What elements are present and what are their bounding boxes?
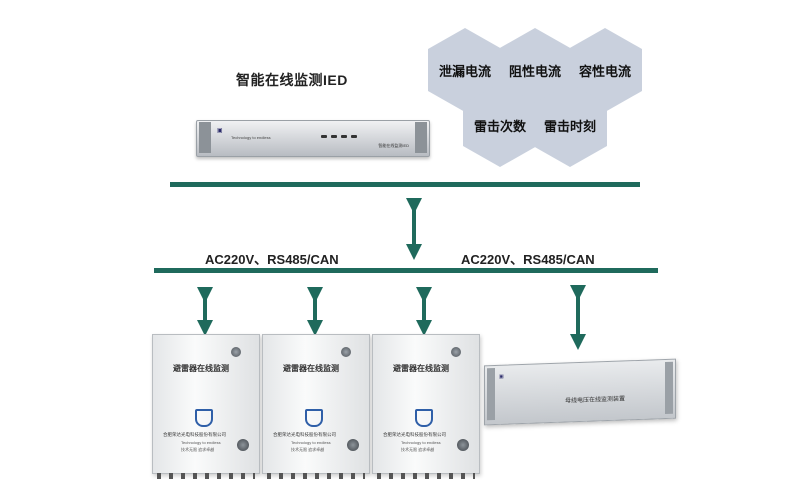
cabinet-label: 避雷器在线监测: [283, 364, 339, 373]
connector-port-icon: [457, 439, 469, 451]
lock-knob-icon: [451, 347, 461, 357]
led-indicator: [331, 135, 337, 138]
bus-voltage-monitor-device: ▣ 母线电压在线监测装置: [484, 358, 676, 426]
company-logo-icon: [195, 409, 213, 427]
middle-bus-line: [154, 268, 658, 273]
arrester-monitor-cabinet: 避雷器在线监测 合肥荣达光电科技股份有限公司 Technology to end…: [152, 334, 260, 479]
device-logo-icon: ▣: [499, 373, 504, 380]
company-motto: Technology to endless: [181, 440, 221, 445]
company-motto: Technology to endless: [401, 440, 441, 445]
company-logo-icon: [305, 409, 323, 427]
lock-knob-icon: [341, 347, 351, 357]
rack-ear-right: [665, 361, 673, 415]
rack-ear-left: [199, 122, 211, 153]
cabinet-label: 避雷器在线监测: [173, 364, 229, 373]
led-indicator: [351, 135, 357, 138]
device-nameplate: 母线电压在线监测装置: [565, 396, 626, 405]
connector-port-icon: [347, 439, 359, 451]
arrester-monitor-cabinet: 避雷器在线监测 合肥荣达光电科技股份有限公司 Technology to end…: [262, 334, 370, 479]
led-indicator: [341, 135, 347, 138]
diagram-title: 智能在线监测IED: [236, 72, 348, 88]
company-slogan: 技术无限 追求卓越: [401, 447, 435, 452]
rack-ear-right: [415, 122, 427, 153]
ied-nameplate: 智能在线监测IED: [378, 143, 409, 148]
ied-device: ▣ Technology to endless 智能在线监测IED: [196, 120, 430, 157]
arrester-monitor-cabinet: 避雷器在线监测 合肥荣达光电科技股份有限公司 Technology to end…: [372, 334, 480, 479]
cable-glands: [157, 473, 255, 479]
ied-small-text: Technology to endless: [231, 135, 271, 140]
cable-glands: [267, 473, 365, 479]
company-name: 合肥荣达光电科技股份有限公司: [163, 432, 226, 437]
company-name: 合肥荣达光电科技股份有限公司: [383, 432, 446, 437]
rack-ear-left: [487, 367, 495, 421]
led-indicator: [321, 135, 327, 138]
company-slogan: 技术无限 追求卓越: [291, 447, 325, 452]
company-name: 合肥荣达光电科技股份有限公司: [273, 432, 336, 437]
top-bus-line: [170, 182, 640, 187]
bus-label-right: AC220V、RS485/CAN: [461, 252, 595, 267]
company-logo-icon: [415, 409, 433, 427]
cabinet-label: 避雷器在线监测: [393, 364, 449, 373]
company-motto: Technology to endless: [291, 440, 331, 445]
connector-port-icon: [237, 439, 249, 451]
bus-label-left: AC220V、RS485/CAN: [205, 252, 339, 267]
ied-logo-icon: ▣: [217, 128, 223, 134]
lock-knob-icon: [231, 347, 241, 357]
company-slogan: 技术无限 追求卓越: [181, 447, 215, 452]
cable-glands: [377, 473, 475, 479]
